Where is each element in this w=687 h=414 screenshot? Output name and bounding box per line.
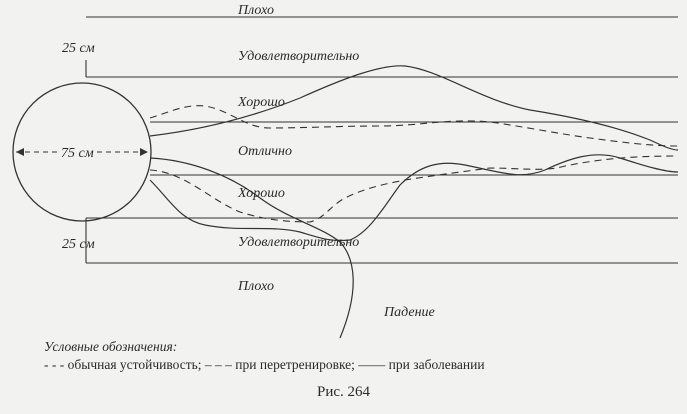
legend-illness-marker: ——: [358, 357, 386, 372]
diameter-arrow-right: [140, 148, 148, 156]
legend: Условные обозначения: - - - обычная усто…: [44, 338, 684, 374]
figure-caption: Рис. 264: [316, 384, 371, 400]
legend-overtrain-text: при перетренировке;: [235, 357, 355, 372]
balance-circle: [12, 82, 152, 222]
zone-label-good-bottom: Хорошо: [237, 186, 285, 201]
overtrain-curve-upper: [149, 105, 679, 147]
zone-label-fair-top: Удовлетворительно: [238, 49, 359, 64]
zone-label-good-top: Хорошо: [237, 95, 285, 110]
fall-label: Падение: [383, 305, 435, 320]
zone-label-excellent: Отлично: [238, 144, 292, 159]
illness-curve-fall: [149, 157, 354, 339]
zone-label-bad-top: Плохо: [237, 3, 274, 18]
legend-normal-marker: - - -: [44, 357, 65, 372]
legend-overtrain-marker: – – –: [204, 357, 232, 372]
legend-normal-text: обычная устойчивость;: [67, 357, 202, 372]
legend-title: Условные обозначения:: [44, 339, 178, 354]
zone-label-bad-bottom: Плохо: [237, 279, 274, 294]
illness-curve-upper: [149, 65, 679, 151]
legend-row: - - - обычная устойчивость; – – – при пе…: [44, 356, 684, 374]
dimension-circle-diameter: 75 см: [61, 146, 94, 161]
legend-illness-text: при заболевании: [388, 357, 485, 372]
dimension-top-width: 25 см: [62, 41, 95, 56]
overtrain-curve-lower: [149, 155, 679, 223]
dimension-bottom-width: 25 см: [62, 237, 95, 252]
zone-label-fair-bottom: Удовлетворительно: [238, 235, 359, 250]
illness-curve-lower: [149, 154, 679, 242]
diameter-arrow-left: [16, 148, 24, 156]
